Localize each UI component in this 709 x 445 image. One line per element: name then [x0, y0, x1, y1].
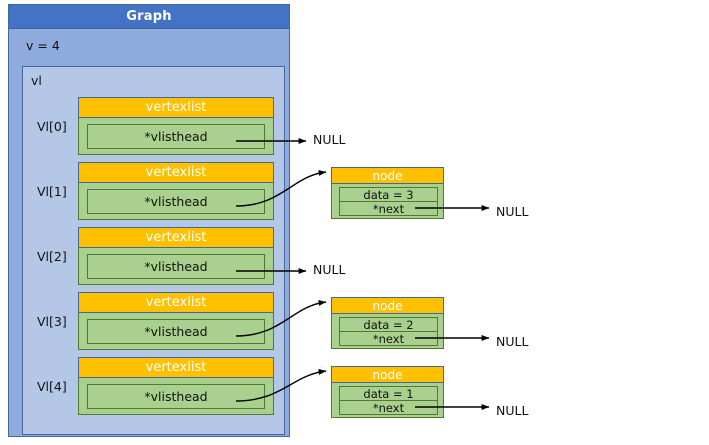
vertexlist-title-2: vertexlist	[78, 227, 274, 248]
node-title-1: node	[331, 297, 444, 314]
vl-row-2: Vl[2] vertexlist *vlisthead	[23, 227, 284, 289]
vertexlist-field-vlisthead-2: *vlisthead	[87, 254, 265, 279]
graph-field-v: v = 4	[26, 38, 60, 53]
node-field-data-1: data = 2	[339, 317, 438, 332]
vl-array-container: vl Vl[0] vertexlist *vlisthead Vl[1] ver…	[22, 66, 285, 435]
vl-index-label-4: Vl[4]	[37, 379, 67, 394]
vertexlist-field-vlisthead-1: *vlisthead	[87, 189, 265, 214]
vertexlist-struct-4: vertexlist *vlisthead	[78, 357, 274, 415]
vl-index-label-1: Vl[1]	[37, 184, 67, 199]
node-struct-1: node data = 2 *next	[331, 297, 444, 349]
null-label-node-0: NULL	[496, 204, 529, 219]
vertexlist-field-vlisthead-4: *vlisthead	[87, 384, 265, 409]
vl-array-label: vl	[31, 73, 42, 88]
node-title-0: node	[331, 167, 444, 184]
vertexlist-struct-2: vertexlist *vlisthead	[78, 227, 274, 285]
vl-row-0: Vl[0] vertexlist *vlisthead	[23, 97, 284, 159]
null-label-node-2: NULL	[496, 403, 529, 418]
vl-row-4: Vl[4] vertexlist *vlisthead	[23, 357, 284, 419]
vl-index-label-2: Vl[2]	[37, 249, 67, 264]
vertexlist-title-1: vertexlist	[78, 162, 274, 183]
vl-index-label-0: Vl[0]	[37, 119, 67, 134]
vertexlist-field-vlisthead-3: *vlisthead	[87, 319, 265, 344]
null-label-node-1: NULL	[496, 334, 529, 349]
node-title-2: node	[331, 366, 444, 383]
vertexlist-title-3: vertexlist	[78, 292, 274, 313]
vertexlist-struct-1: vertexlist *vlisthead	[78, 162, 274, 220]
node-field-next-1: *next	[339, 331, 438, 346]
graph-struct-box: Graph v = 4 vl Vl[0] vertexlist *vlisthe…	[8, 4, 290, 437]
vl-row-3: Vl[3] vertexlist *vlisthead	[23, 292, 284, 354]
vertexlist-struct-3: vertexlist *vlisthead	[78, 292, 274, 350]
node-field-data-0: data = 3	[339, 187, 438, 202]
vl-row-1: Vl[1] vertexlist *vlisthead	[23, 162, 284, 224]
vl-index-label-3: Vl[3]	[37, 314, 67, 329]
graph-struct-title: Graph	[9, 5, 289, 29]
node-field-next-0: *next	[339, 201, 438, 216]
node-struct-2: node data = 1 *next	[331, 366, 444, 418]
null-label-row-2: NULL	[313, 262, 346, 277]
node-field-next-2: *next	[339, 400, 438, 415]
vertexlist-struct-0: vertexlist *vlisthead	[78, 97, 274, 155]
vertexlist-title-4: vertexlist	[78, 357, 274, 378]
node-field-data-2: data = 1	[339, 386, 438, 401]
null-label-row-0: NULL	[313, 132, 346, 147]
vertexlist-title-0: vertexlist	[78, 97, 274, 118]
vertexlist-field-vlisthead-0: *vlisthead	[87, 124, 265, 149]
node-struct-0: node data = 3 *next	[331, 167, 444, 219]
